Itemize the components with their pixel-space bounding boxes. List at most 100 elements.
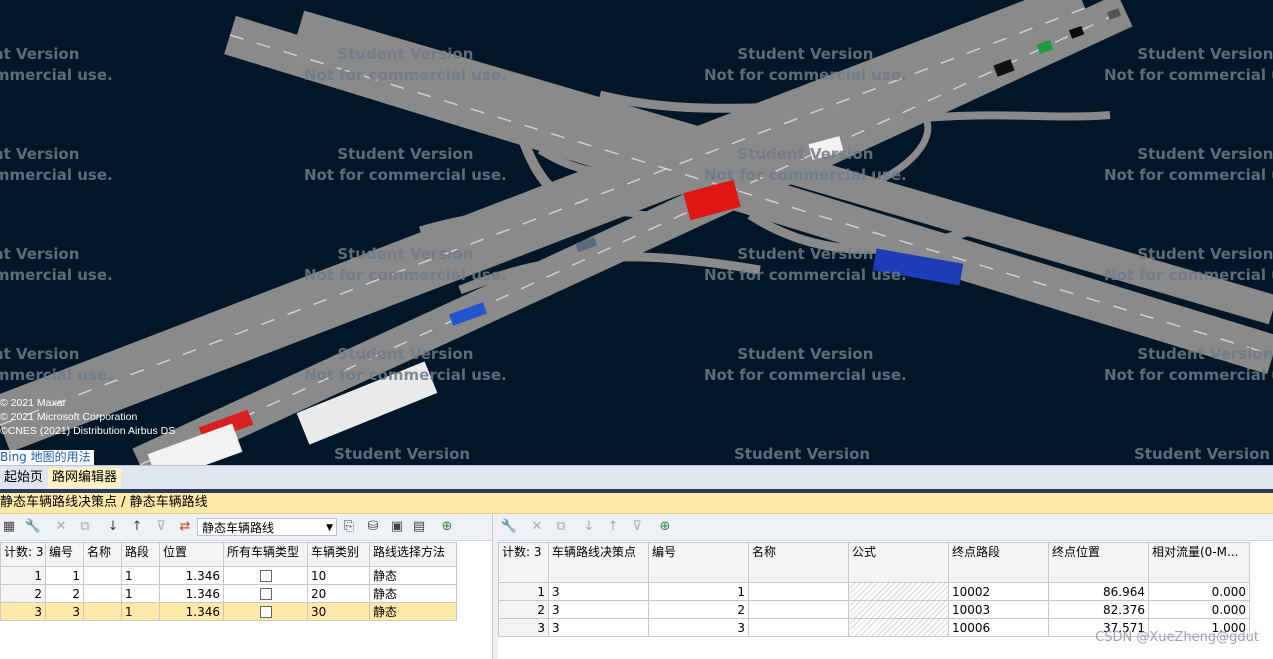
cell-all-vehicle-types[interactable] [223, 584, 308, 603]
table-row[interactable]: 1 3 1 10002 86.964 0.000 [498, 582, 1250, 601]
cell-number[interactable]: 2 [648, 600, 749, 619]
table-row[interactable]: 1 1 1 1.346 10 静态 [0, 566, 457, 585]
cell-route-method[interactable]: 静态 [369, 602, 457, 621]
cell-relative-flow[interactable]: 0.000 [1148, 582, 1250, 601]
cell-link[interactable]: 1 [121, 584, 160, 603]
sort-descending-icon[interactable]: ↑ [131, 519, 143, 534]
database-icon[interactable]: ⛁ [367, 519, 379, 534]
column-header[interactable]: 终点路段 [948, 542, 1049, 583]
column-header[interactable]: 计数: 3 [0, 542, 46, 567]
cell-number[interactable]: 1 [648, 582, 749, 601]
save-as-icon[interactable]: ▤ [412, 519, 426, 534]
cell-link[interactable]: 1 [121, 602, 160, 621]
sort-ascending-icon[interactable]: ↓ [583, 519, 595, 534]
cell-decision-point[interactable]: 3 [548, 582, 649, 601]
copyright-line: © 2021 Microsoft Corporation [0, 411, 138, 423]
cell-position[interactable]: 1.346 [159, 584, 224, 603]
cell-destination-link[interactable]: 10003 [948, 600, 1049, 619]
column-header[interactable]: 车辆路线决策点 [548, 542, 649, 583]
cell-all-vehicle-types[interactable] [223, 566, 308, 585]
copy-icon[interactable]: ⎘ [343, 519, 355, 534]
row-index[interactable]: 2 [0, 584, 46, 603]
cell-link[interactable]: 1 [121, 566, 160, 585]
column-header[interactable]: 车辆类别 [307, 542, 370, 567]
sync-icon[interactable]: ⇄ [179, 519, 191, 534]
sort-descending-icon[interactable]: ↑ [607, 519, 619, 534]
column-header[interactable]: 公式 [848, 542, 949, 583]
tab-network-editor[interactable]: 路网编辑器 [48, 468, 122, 488]
cell-destination-link[interactable]: 10006 [948, 618, 1049, 637]
column-header[interactable]: 名称 [748, 542, 849, 583]
table-row[interactable]: 2 2 1 1.346 20 静态 [0, 584, 457, 603]
tab-start-page[interactable]: 起始页 [4, 470, 44, 485]
cell-vehicle-class[interactable]: 10 [307, 566, 370, 585]
column-header[interactable]: 相对流量(0-M... [1148, 542, 1250, 583]
table-row-selected[interactable]: 3 3 1 1.346 30 静态 [0, 602, 457, 621]
grid-menu-icon[interactable]: ▦ [2, 519, 16, 534]
cell-number[interactable]: 3 [45, 602, 84, 621]
table-row[interactable]: 3 3 3 10006 37.571 1.000 [498, 618, 1250, 637]
add-user-icon[interactable]: ⊕ [659, 519, 671, 534]
row-index[interactable]: 3 [498, 618, 549, 637]
cell-vehicle-class[interactable]: 20 [307, 584, 370, 603]
cell-number[interactable]: 2 [45, 584, 84, 603]
cell-decision-point[interactable]: 3 [548, 600, 649, 619]
all-vehicle-types-checkbox[interactable] [259, 588, 272, 600]
cell-relative-flow[interactable]: 0.000 [1148, 600, 1250, 619]
all-vehicle-types-checkbox[interactable] [259, 606, 272, 618]
row-index[interactable]: 3 [0, 602, 46, 621]
column-header[interactable]: 路段 [121, 542, 160, 567]
row-index[interactable]: 1 [0, 566, 46, 585]
duplicate-icon[interactable]: ⧉ [80, 519, 90, 534]
cell-route-method[interactable]: 静态 [369, 584, 457, 603]
row-index[interactable]: 2 [498, 600, 549, 619]
duplicate-icon[interactable]: ⧉ [556, 519, 566, 534]
column-header[interactable]: 路线选择方法 [369, 542, 457, 567]
table-row[interactable]: 2 3 2 10003 82.376 0.000 [498, 600, 1250, 619]
filter-icon[interactable]: ⊽ [156, 519, 166, 534]
cell-formula [848, 582, 949, 601]
filter-icon[interactable]: ⊽ [632, 519, 642, 534]
wrench-icon[interactable]: 🔧 [24, 519, 42, 534]
delete-icon[interactable]: ✕ [55, 519, 67, 534]
cell-vehicle-class[interactable]: 30 [307, 602, 370, 621]
cell-relative-flow[interactable]: 1.000 [1148, 618, 1250, 637]
add-user-icon[interactable]: ⊕ [441, 519, 453, 534]
list-type-dropdown[interactable]: 静态车辆路线▼ [197, 518, 337, 536]
sort-ascending-icon[interactable]: ↓ [107, 519, 119, 534]
cell-destination-link[interactable]: 10002 [948, 582, 1049, 601]
cell-name[interactable] [748, 600, 849, 619]
cell-name[interactable] [83, 584, 122, 603]
column-header[interactable]: 所有车辆类型 [223, 542, 308, 567]
black-car [993, 59, 1015, 77]
column-header[interactable]: 编号 [648, 542, 749, 583]
cell-destination-position[interactable]: 86.964 [1048, 582, 1149, 601]
cell-name[interactable] [748, 618, 849, 637]
column-header[interactable]: 计数: 3 [498, 542, 549, 583]
panel-separator [0, 489, 1273, 493]
all-vehicle-types-checkbox[interactable] [259, 570, 272, 582]
save-icon[interactable]: ▣ [390, 519, 404, 534]
cell-name[interactable] [83, 566, 122, 585]
cell-all-vehicle-types[interactable] [223, 602, 308, 621]
pane-splitter[interactable] [492, 514, 499, 659]
cell-number[interactable]: 1 [45, 566, 84, 585]
row-index[interactable]: 1 [498, 582, 549, 601]
cell-name[interactable] [83, 602, 122, 621]
delete-icon[interactable]: ✕ [531, 519, 543, 534]
cell-position[interactable]: 1.346 [159, 566, 224, 585]
bing-maps-usage-link[interactable]: Bing 地图的用法 [0, 450, 94, 465]
column-header[interactable]: 编号 [45, 542, 84, 567]
cell-position[interactable]: 1.346 [159, 602, 224, 621]
cell-name[interactable] [748, 582, 849, 601]
cell-route-method[interactable]: 静态 [369, 566, 457, 585]
column-header[interactable]: 终点位置 [1048, 542, 1149, 583]
wrench-icon[interactable]: 🔧 [500, 519, 518, 534]
cell-decision-point[interactable]: 3 [548, 618, 649, 637]
cell-number[interactable]: 3 [648, 618, 749, 637]
cell-destination-position[interactable]: 82.376 [1048, 600, 1149, 619]
column-header[interactable]: 位置 [159, 542, 224, 567]
column-header[interactable]: 名称 [83, 542, 122, 567]
